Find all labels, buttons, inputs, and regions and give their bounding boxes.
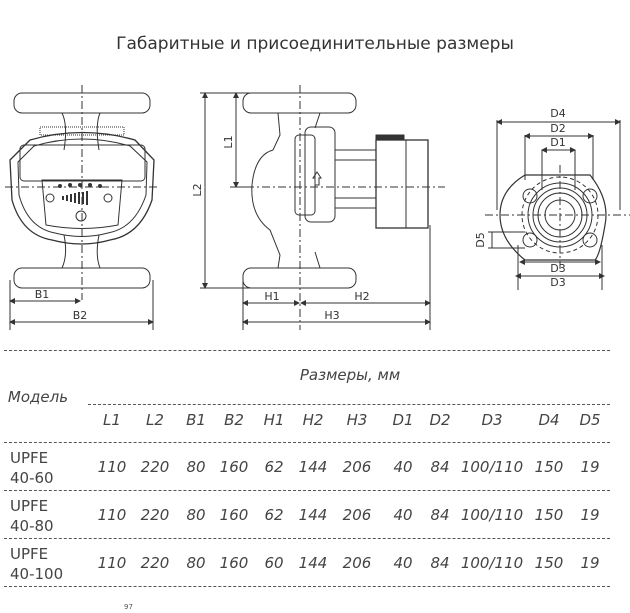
table-cell: 40 bbox=[393, 458, 413, 476]
table-cell: 144 bbox=[298, 506, 328, 524]
column-header: H1 bbox=[263, 411, 285, 429]
pump-dimension-drawing: B1 B2 H1 H2 H3 L1 L2 D4 D2 D1 D3 D3 D5 bbox=[5, 85, 630, 330]
table-cell: 80 bbox=[186, 458, 206, 476]
table-cell: 84 bbox=[430, 458, 450, 476]
column-header: B1 bbox=[186, 411, 206, 429]
table-cell: 60 bbox=[264, 554, 284, 572]
table-cell: 160 bbox=[219, 458, 249, 476]
label-h1: H1 bbox=[264, 290, 279, 303]
table-cell: 62 bbox=[264, 458, 284, 476]
table-cell: 110 bbox=[97, 554, 127, 572]
model-name: UPFE 40-100 bbox=[10, 544, 63, 584]
table-cell: 100/110 bbox=[460, 554, 524, 572]
label-h2: H2 bbox=[354, 290, 369, 303]
table-cell: 160 bbox=[219, 554, 249, 572]
divider bbox=[88, 404, 610, 405]
table-cell: 62 bbox=[264, 506, 284, 524]
table-cell: 144 bbox=[298, 554, 328, 572]
table-cell: 19 bbox=[580, 554, 600, 572]
divider bbox=[4, 538, 610, 539]
column-header: B2 bbox=[224, 411, 244, 429]
table-cell: 100/110 bbox=[460, 506, 524, 524]
label-h3: H3 bbox=[324, 309, 339, 322]
model-line2: 40-100 bbox=[10, 565, 64, 583]
label-d1: D1 bbox=[550, 136, 565, 149]
column-header: D4 bbox=[538, 411, 560, 429]
table-cell: 150 bbox=[534, 506, 564, 524]
column-header: H2 bbox=[302, 411, 324, 429]
column-header: D5 bbox=[579, 411, 601, 429]
divider bbox=[4, 442, 610, 443]
table-cell: 110 bbox=[97, 458, 127, 476]
table-cell: 19 bbox=[580, 506, 600, 524]
table-cell: 84 bbox=[430, 506, 450, 524]
label-l1: L1 bbox=[222, 135, 235, 148]
table-cell: 40 bbox=[393, 554, 413, 572]
table-cell: 19 bbox=[580, 458, 600, 476]
divider bbox=[4, 350, 610, 351]
table-cell: 80 bbox=[186, 506, 206, 524]
column-header: L2 bbox=[146, 411, 164, 429]
column-header: L1 bbox=[103, 411, 121, 429]
column-header: D3 bbox=[481, 411, 503, 429]
table-cell: 160 bbox=[219, 506, 249, 524]
table-cell: 80 bbox=[186, 554, 206, 572]
label-b2: B2 bbox=[73, 309, 88, 322]
label-d5: D5 bbox=[474, 232, 487, 247]
front-view bbox=[5, 85, 158, 330]
model-line2: 40-60 bbox=[10, 469, 54, 487]
table-cell: 220 bbox=[140, 554, 170, 572]
table-cell: 206 bbox=[342, 458, 372, 476]
group-header: Размеры, мм bbox=[299, 366, 401, 384]
table-cell: 220 bbox=[140, 458, 170, 476]
page-number: 97 bbox=[124, 603, 133, 611]
divider bbox=[4, 586, 610, 587]
model-line1: UPFE bbox=[10, 449, 49, 467]
table-cell: 150 bbox=[534, 458, 564, 476]
column-header: D2 bbox=[429, 411, 451, 429]
label-l2: L2 bbox=[191, 183, 204, 196]
model-line2: 40-80 bbox=[10, 517, 54, 535]
flange-view bbox=[485, 119, 630, 290]
label-b1: B1 bbox=[35, 288, 50, 301]
table-cell: 100/110 bbox=[460, 458, 524, 476]
column-header: H3 bbox=[346, 411, 368, 429]
table-cell: 84 bbox=[430, 554, 450, 572]
table-cell: 206 bbox=[342, 506, 372, 524]
label-d2: D2 bbox=[550, 122, 565, 135]
label-d4: D4 bbox=[550, 107, 565, 120]
table-cell: 150 bbox=[534, 554, 564, 572]
model-header: Модель bbox=[7, 388, 69, 406]
side-view bbox=[200, 85, 445, 330]
label-d3-inner: D3 bbox=[550, 262, 565, 275]
model-name: UPFE 40-80 bbox=[10, 496, 54, 536]
table-cell: 110 bbox=[97, 506, 127, 524]
table-cell: 206 bbox=[342, 554, 372, 572]
divider bbox=[4, 490, 610, 491]
table-cell: 220 bbox=[140, 506, 170, 524]
table-cell: 40 bbox=[393, 506, 413, 524]
table-cell: 144 bbox=[298, 458, 328, 476]
label-d3-outer: D3 bbox=[550, 276, 565, 289]
model-line1: UPFE bbox=[10, 497, 49, 515]
model-name: UPFE 40-60 bbox=[10, 448, 54, 488]
column-header: D1 bbox=[392, 411, 414, 429]
model-line1: UPFE bbox=[10, 545, 49, 563]
page-title: Габаритные и присоединительные размеры bbox=[116, 34, 514, 54]
